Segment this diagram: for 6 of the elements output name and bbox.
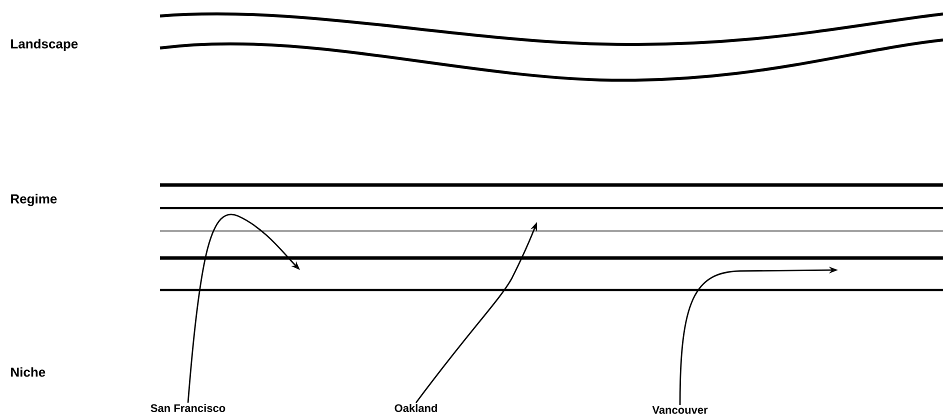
level-label: Niche xyxy=(11,367,46,377)
city-label: San Francisco xyxy=(150,404,226,412)
level-label: Landscape xyxy=(11,38,78,52)
city-label: Vancouver xyxy=(652,406,708,414)
city-label: Oakland xyxy=(394,404,437,412)
level-label: Regime xyxy=(11,194,57,206)
